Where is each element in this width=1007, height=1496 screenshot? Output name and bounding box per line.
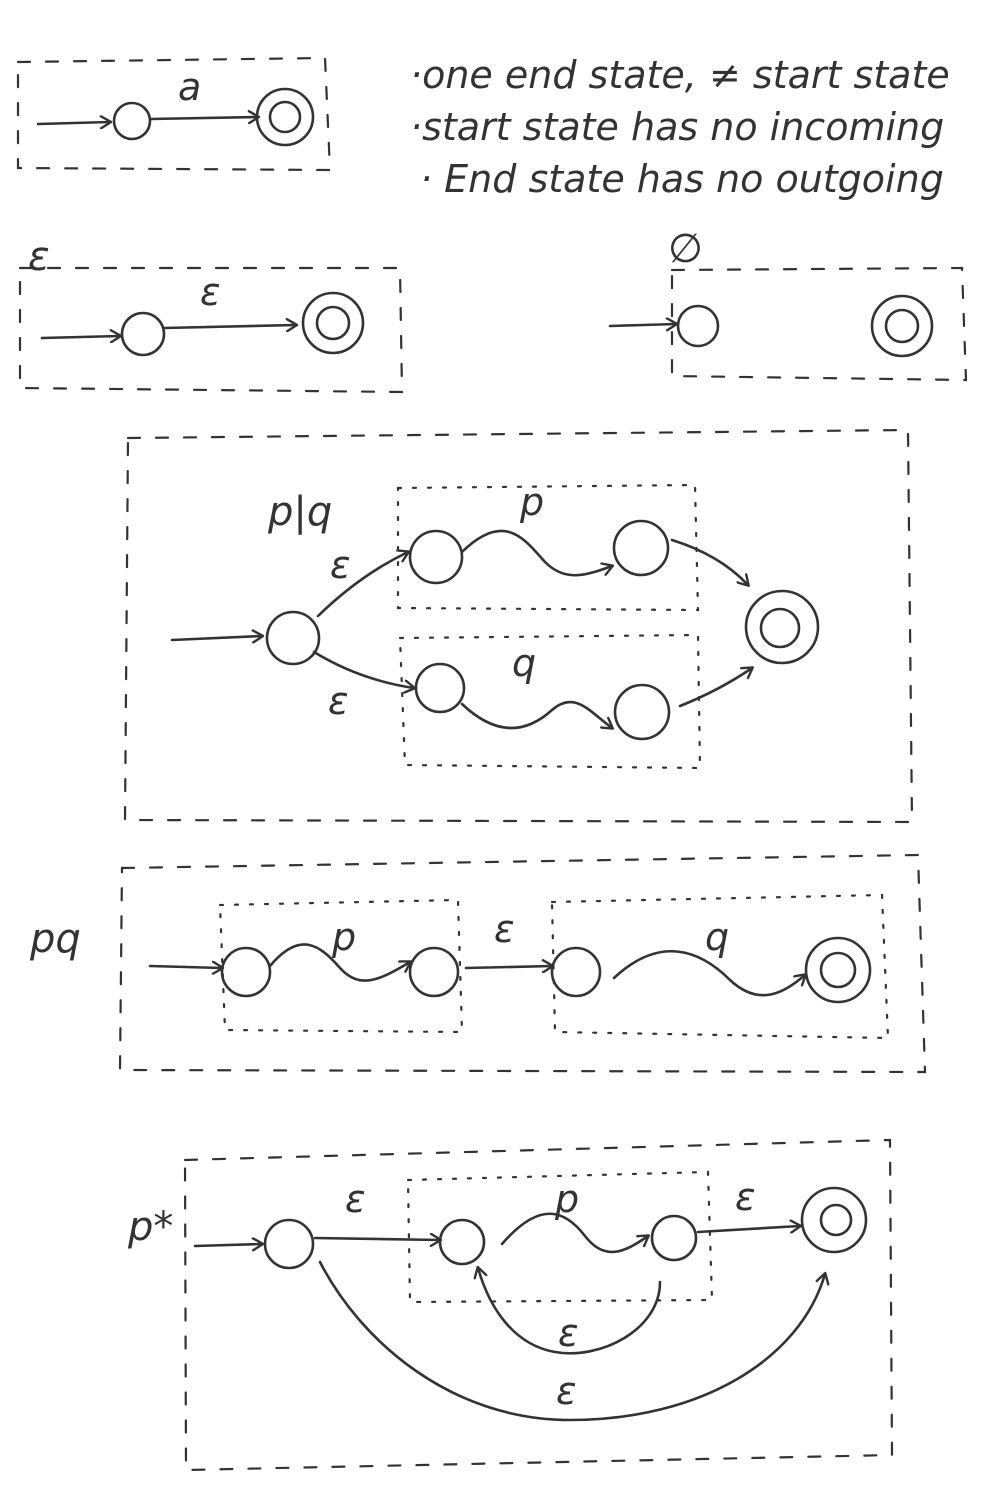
p-start-state [220, 946, 272, 998]
p-path [460, 529, 612, 577]
accept-state-inner [268, 100, 302, 134]
diagram-union: p|q ε ε p q [123, 428, 914, 824]
transition-arrow [148, 117, 258, 119]
edge-label-a: a [178, 65, 201, 109]
union-accept-outer [744, 589, 820, 665]
start-arrow [193, 1244, 262, 1246]
concat-q-label: q [705, 915, 729, 959]
p-label: p [519, 480, 544, 524]
concat-outer-box [118, 853, 927, 1074]
q-path [612, 950, 805, 997]
p-end-state [650, 1214, 698, 1262]
accept-state-inner [315, 305, 351, 341]
note-end-no-outgoing: · End state has no outgoing [420, 157, 944, 201]
star-epsilon-back-label: ε [558, 1311, 579, 1355]
note-one-end-state: ·one end state, ≠ start state [410, 53, 950, 97]
star-epsilon-out-label: ε [735, 1175, 756, 1219]
concat-p-box [218, 898, 464, 1034]
concat-p-label: p [331, 915, 356, 959]
epsilon-title: ε [28, 234, 50, 280]
start-arrow [608, 324, 676, 326]
diagram-empty-set: ∅ [608, 226, 968, 382]
q-label: q [512, 641, 536, 685]
p-end-state [408, 946, 460, 998]
q-start-state [414, 662, 466, 714]
star-title: p* [127, 1204, 173, 1250]
concat-accept-outer [804, 936, 872, 1004]
start-state [676, 304, 720, 348]
star-epsilon-skip-label: ε [556, 1369, 577, 1413]
union-p-box [396, 483, 700, 612]
p-end-state [612, 519, 670, 577]
union-outer-box [123, 428, 914, 824]
union-accept-inner [759, 607, 801, 649]
p-start-state [408, 529, 464, 585]
star-accept-inner [819, 1203, 853, 1237]
star-accept-outer [800, 1186, 868, 1254]
notes: ·one end state, ≠ start state ·start sta… [410, 53, 950, 201]
start-state [112, 101, 152, 141]
epsilon-loop-back [478, 1268, 662, 1355]
star-outer-box [183, 1138, 894, 1472]
star-p-label: p [554, 1177, 579, 1221]
note-start-no-incoming: ·start state has no incoming [410, 105, 944, 149]
accept-state-outer [255, 87, 315, 147]
concat-accept-inner [819, 951, 857, 989]
start-state [120, 311, 166, 357]
union-start-state [265, 610, 321, 666]
start-arrow [170, 636, 262, 640]
diagram-concat: pq p ε q [29, 853, 927, 1074]
p-path [500, 1212, 648, 1254]
p-to-accept [670, 538, 748, 585]
diagram-star: p* ε p ε ε ε [127, 1138, 894, 1472]
epsilon-link [464, 966, 552, 968]
accept-state-inner [884, 308, 920, 344]
empty-set-bounding-box [670, 266, 968, 382]
epsilon-in [313, 1238, 440, 1240]
accept-state-outer [301, 291, 365, 355]
epsilon-top-label: ε [330, 543, 351, 587]
p-path [268, 943, 410, 982]
epsilon-out [696, 1226, 800, 1232]
union-q-box [398, 633, 702, 770]
q-end-state [613, 683, 671, 741]
epsilon-to-q [312, 650, 414, 688]
q-path [460, 700, 612, 728]
start-arrow [40, 336, 120, 338]
epsilon-bounding-box [18, 266, 404, 394]
concat-title: pq [29, 916, 81, 962]
epsilon-transition [162, 325, 296, 328]
empty-set-title: ∅ [668, 226, 703, 272]
union-title: p|q [267, 489, 332, 535]
p-start-state [438, 1218, 486, 1266]
start-arrow [148, 966, 222, 968]
q-start-state [550, 946, 602, 998]
epsilon-bottom-label: ε [328, 679, 349, 723]
diagram-symbol-a: a [16, 56, 332, 172]
diagram-epsilon: ε ε [18, 234, 404, 394]
concat-epsilon-label: ε [494, 907, 515, 951]
edge-label-epsilon: ε [200, 270, 221, 314]
q-to-accept [678, 668, 752, 708]
epsilon-to-p [316, 552, 408, 618]
star-epsilon-in-label: ε [345, 1177, 366, 1221]
accept-state-outer [870, 294, 934, 358]
start-arrow [36, 122, 110, 124]
star-start-state [263, 1218, 315, 1270]
symbol-bounding-box [16, 56, 332, 172]
epsilon-skip [318, 1260, 825, 1422]
